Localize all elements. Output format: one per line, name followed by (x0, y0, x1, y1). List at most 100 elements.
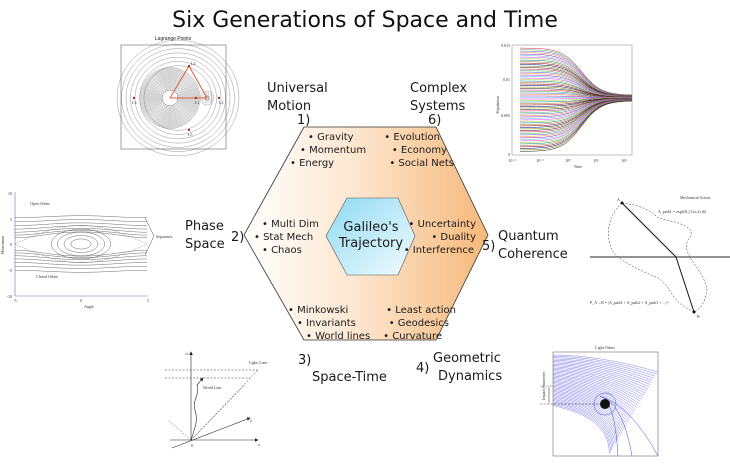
y-tick: 0 (10, 242, 12, 247)
y-tick: -10 (7, 294, 12, 299)
light-ray (552, 402, 612, 450)
light-ray (552, 399, 616, 444)
y-axis-label: y (250, 418, 252, 423)
x-tick: 10¹ (593, 158, 599, 163)
bullet-item: • Interference (404, 245, 474, 256)
closed-orbit (51, 228, 111, 260)
light-ray (552, 386, 629, 423)
closed-orbit (63, 235, 99, 253)
mechanical-action-label: Mechanical Action (680, 195, 710, 200)
y-tick: 10 (8, 191, 12, 196)
contour-line (130, 52, 226, 144)
population-line (520, 100, 633, 152)
x-tick: 10⁻² (508, 158, 516, 163)
generation-title: Geometric (433, 351, 501, 366)
light-ray (552, 383, 631, 419)
light-ray (552, 360, 654, 381)
y-tick: 0.015 (501, 43, 510, 48)
y-tick: 0.01 (503, 77, 510, 82)
light-ray (552, 374, 640, 404)
closed-orbit (70, 238, 92, 250)
light-ray (552, 396, 619, 440)
light-ray (552, 401, 614, 448)
generation-number: 3) (298, 353, 311, 368)
light-ray (552, 367, 646, 394)
light-ray (552, 378, 636, 410)
light-ray (599, 395, 659, 457)
x-axis-label: Time (574, 164, 583, 169)
x-tick: 10² (621, 158, 627, 163)
page-title: Six Generations of Space and Time (172, 8, 558, 33)
light-ray (552, 371, 642, 400)
closed-orbits-label: Closed Orbits (36, 274, 59, 279)
light-ray (552, 369, 645, 396)
generation-universal-motion: Universal Motion 1) • Gravity • Momentum… (267, 81, 366, 169)
light-ray (599, 395, 619, 457)
amplitude-equation: A_path1 = exp(i/ħ ∫ L(x,ẋ) dt) (658, 209, 707, 215)
center-label-line1: Galileo's (343, 220, 398, 235)
world-line-label: World Line (203, 385, 221, 390)
contour-line (125, 48, 231, 148)
generation-title: Dynamics (438, 369, 502, 384)
generation-number: 4) (416, 361, 429, 376)
generation-quantum-coherence: Quantum Coherence 5) • Uncertainty • Dua… (404, 219, 568, 262)
point-label: L2 (219, 100, 223, 105)
point-label: L1 (195, 100, 199, 105)
generation-title: Quantum (498, 229, 559, 244)
lagrange-point-l5 (187, 128, 191, 132)
light-ray (552, 370, 644, 398)
light-ray (552, 384, 630, 421)
light-ray (552, 354, 659, 373)
bullet-item: • World lines (306, 331, 370, 342)
separatrix (14, 243, 148, 263)
phase-space-figure: Open Orbits Closed Orbits Separatrix 10 … (0, 191, 172, 309)
x-tick: 0 (80, 298, 82, 303)
light-ray (552, 405, 610, 454)
bullet-item: • Uncertainty (409, 219, 477, 230)
point-a-label: A (617, 197, 620, 202)
light-ray (552, 393, 621, 436)
open-orbit (15, 230, 147, 236)
lagrange-points-figure: Lagrange Points L1 L2 L3 L4 L5 (116, 36, 240, 157)
center-label-line2: Trajectory (338, 236, 403, 251)
light-ray (552, 373, 641, 402)
light-cone-label: Light Cone (249, 360, 267, 365)
population-figure: 0.015 0.01 0.005 0 10⁻² 10⁻¹ 10⁰ 10¹ 10²… (495, 43, 633, 169)
x-tick: 10⁻¹ (536, 158, 544, 163)
open-orbit (15, 215, 147, 218)
light-ray (552, 397, 617, 442)
open-orbit (15, 228, 147, 233)
world-line (190, 377, 204, 441)
separatrix (14, 225, 148, 245)
generation-geometric-dynamics: Geometric Dynamics 4) • Least action • G… (383, 305, 502, 384)
light-ray (552, 380, 634, 415)
contour-line (139, 61, 217, 135)
y-axis-label: Population (495, 96, 500, 113)
bullet-item: • Social Nets (389, 158, 454, 169)
bullet-item: • Duality (431, 232, 476, 243)
x-tick: 5 (147, 298, 149, 303)
open-orbit (15, 222, 147, 226)
y-tick: 0 (508, 152, 510, 157)
bullet-item: • Curvature (383, 331, 442, 342)
point-label: L5 (188, 132, 192, 137)
point-label: L4 (191, 61, 195, 66)
separatrix-label: Separatrix (156, 234, 172, 239)
open-orbit (15, 266, 147, 269)
light-ray (552, 376, 637, 408)
contour-line (121, 44, 235, 152)
generation-title: Space-Time (312, 370, 387, 385)
bullet-item: • Multi Dim (262, 219, 319, 230)
light-ray (552, 361, 652, 383)
light-ray (552, 363, 650, 387)
generation-number: 2) (231, 230, 244, 245)
open-orbit (15, 270, 147, 273)
lagrange-point-l4 (187, 64, 191, 68)
bullet-item: • Economy (392, 145, 447, 156)
point-label: L3 (132, 100, 136, 105)
generation-number: 6) (428, 113, 441, 128)
open-orbit (15, 255, 147, 260)
generation-number: 1) (297, 113, 310, 128)
bullet-item: • Evolution (384, 132, 440, 143)
